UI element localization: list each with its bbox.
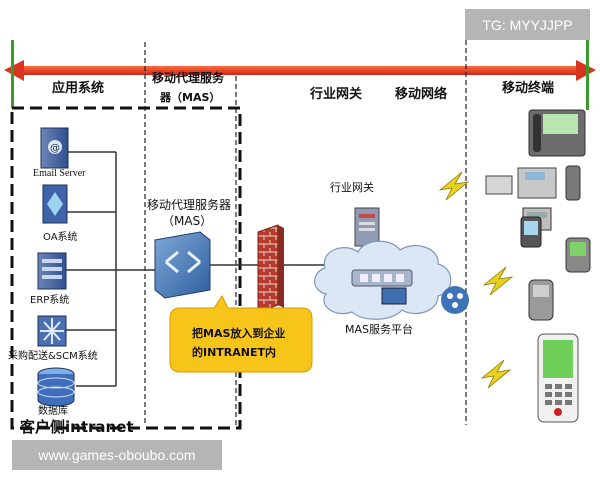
firewall-icon	[257, 224, 284, 313]
callout-bubble	[169, 295, 313, 373]
intranet-label: 客户侧intranet	[19, 418, 134, 436]
oa-system-icon	[42, 184, 68, 224]
desk-phone-icon	[528, 109, 586, 157]
pda-icon	[520, 216, 542, 248]
feature-phone-icon	[537, 333, 579, 423]
svg-text:@: @	[50, 143, 60, 154]
mas-platform-cloud	[314, 240, 469, 320]
callout-text-2: 的INTRANET内	[192, 345, 276, 359]
gateway-label: 行业网关	[330, 180, 374, 194]
app-label-erp: ERP系统	[30, 293, 69, 306]
zone-terminal-label: 移动终端	[502, 80, 554, 96]
intranet-boundary	[10, 106, 242, 430]
mas-platform-label: MAS服务平台	[345, 322, 413, 336]
watermark-site: www.games-oboubo.com	[12, 440, 222, 470]
gateway-server-icon	[354, 207, 380, 247]
smartphone-icon	[565, 237, 591, 273]
callout-text-1: 把MAS放入到企业	[192, 326, 285, 340]
watermark-tg: TG: MYYJJPP	[465, 9, 590, 40]
left-green-bar	[11, 40, 14, 108]
right-green-bar	[586, 40, 589, 110]
pos-terminal-icon	[565, 165, 581, 201]
zone-mobile-network-label: 移动网络	[395, 86, 447, 102]
zone-app-label: 应用系统	[52, 80, 104, 96]
app-label-database: 数据库	[38, 404, 68, 417]
app-label-scm: 采购配送&SCM系统	[8, 349, 98, 362]
zone-mas-label-1: 移动代理服务	[152, 70, 225, 85]
flip-phone-icon	[528, 279, 554, 321]
mas-server-icon	[154, 231, 211, 299]
zone-mas-label-2: 器（MAS）	[159, 91, 220, 104]
erp-server-icon	[37, 252, 67, 290]
fax-machine-icon	[485, 167, 557, 199]
app-label-email: Email Server	[33, 168, 86, 179]
app-label-oa: OA系统	[43, 230, 78, 243]
email-server-icon: @	[40, 127, 69, 169]
zone-gateway-label: 行业网关	[309, 86, 362, 102]
mas-box-label-2: （MAS）	[162, 214, 212, 228]
scm-system-icon	[37, 315, 67, 347]
mas-box-label-1: 移动代理服务器	[147, 197, 231, 212]
flow-arrow	[4, 60, 596, 81]
wireless-bolt-icons	[438, 171, 514, 389]
database-icon	[37, 367, 75, 407]
